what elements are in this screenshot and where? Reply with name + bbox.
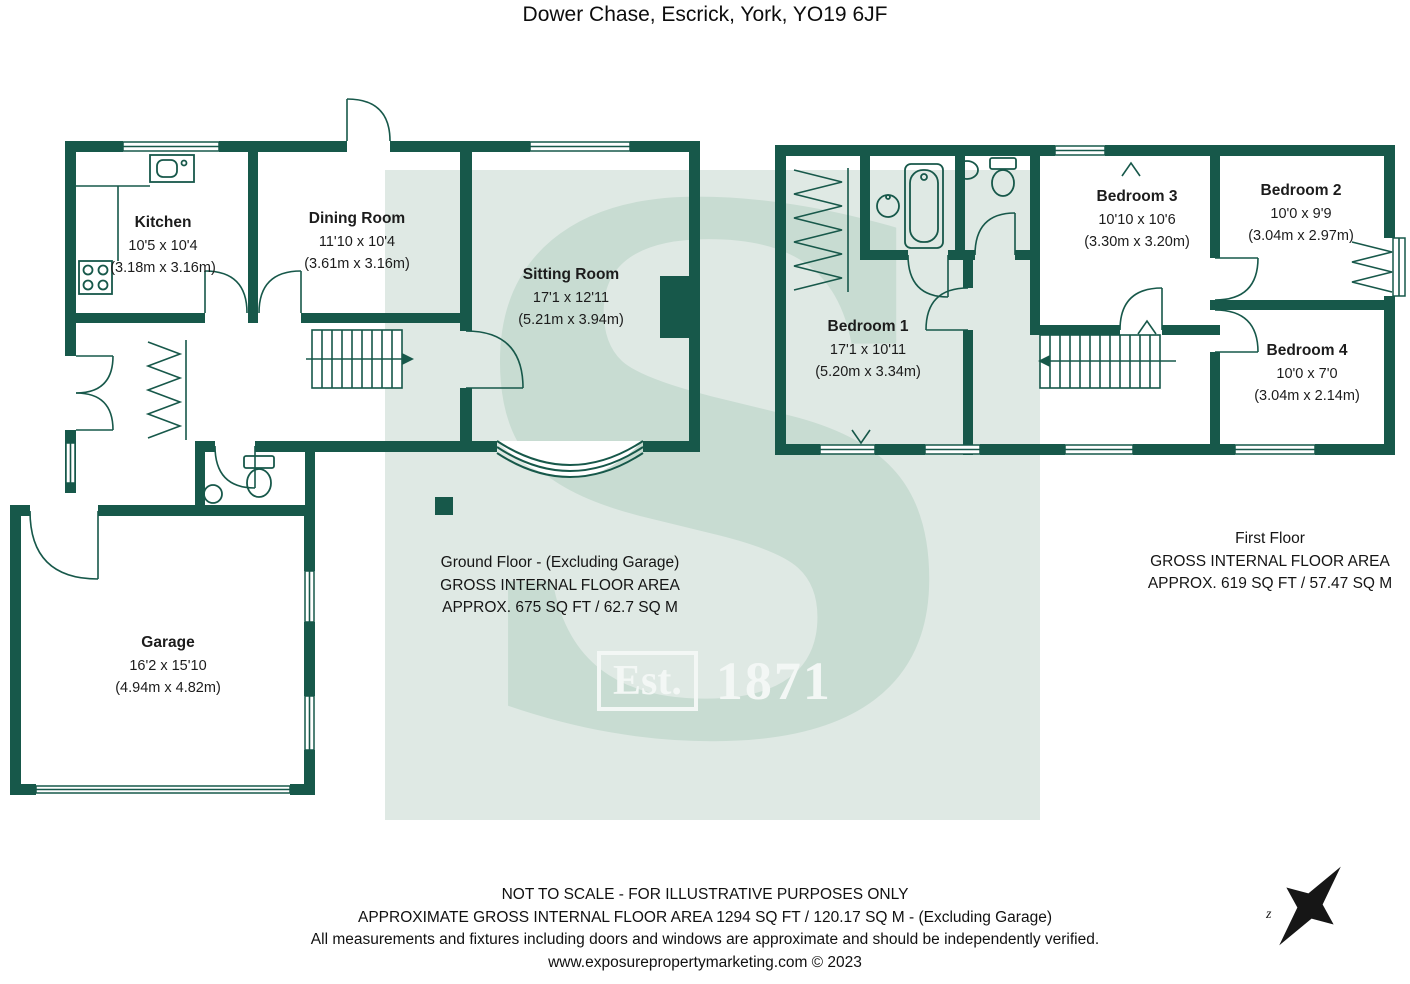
room-name: Kitchen	[134, 214, 192, 231]
room-label-bedroom-1: Bedroom 1 17'1 x 10'11 (5.20m x 3.34m)	[815, 318, 921, 383]
page-title: Dower Chase, Escrick, York, YO19 6JF	[522, 3, 888, 26]
ground-floor-doors	[29, 98, 524, 580]
room-label-bedroom-2: Bedroom 2 10'0 x 9'9 (3.04m x 2.97m)	[1248, 182, 1354, 247]
room-imperial: 17'1 x 12'11	[532, 290, 610, 306]
watermark-letter: S	[452, 55, 973, 901]
room-metric: (5.21m x 3.94m)	[518, 312, 624, 328]
ground-floor-area-label: Ground Floor - (Excluding Garage) GROSS …	[440, 552, 680, 620]
room-name: Sitting Room	[522, 266, 620, 283]
coat-closet-icon	[145, 340, 187, 440]
room-name: Bedroom 3	[1096, 188, 1178, 205]
room-imperial: 16'2 x 15'10	[129, 658, 207, 674]
footer-line1: NOT TO SCALE - FOR ILLUSTRATIVE PURPOSES…	[501, 886, 909, 903]
wardrobe-icon-bedroom2	[1351, 241, 1393, 293]
area-label-line3: APPROX. 675 SQ FT / 62.7 SQ M	[442, 599, 678, 616]
hob-icon	[78, 260, 113, 295]
room-label-kitchen: Kitchen 10'5 x 10'4 (3.18m x 3.16m)	[110, 214, 216, 279]
garage-door	[35, 785, 291, 794]
room-imperial: 10'0 x 9'9	[1270, 206, 1332, 222]
room-name: Garage	[141, 634, 195, 651]
wc-basin-icon-first-floor	[955, 160, 979, 180]
room-metric: (3.61m x 3.16m)	[304, 256, 410, 272]
ensuite-basin-icon	[876, 194, 900, 218]
area-label-line2: GROSS INTERNAL FLOOR AREA	[1150, 552, 1390, 570]
room-name: Bedroom 1	[827, 318, 909, 335]
ground-floor-plan	[10, 98, 700, 795]
wc-toilet-icon	[243, 455, 275, 498]
room-label-garage: Garage 16'2 x 15'10 (4.94m x 4.82m)	[115, 634, 221, 699]
ground-floor-windows	[65, 141, 631, 751]
direction-arrows	[851, 161, 1157, 445]
area-label-line1: Ground Floor - (Excluding Garage)	[440, 554, 680, 571]
ground-floor-stairs-icon	[306, 329, 414, 389]
room-metric: (3.30m x 3.20m)	[1084, 234, 1190, 250]
room-imperial: 10'0 x 7'0	[1276, 366, 1338, 382]
kitchen-sink-icon	[149, 154, 195, 183]
room-imperial: 10'5 x 10'4	[128, 238, 198, 254]
area-label-line1: First Floor	[1235, 530, 1305, 547]
footer-line3: All measurements and fixtures including …	[310, 931, 1100, 948]
room-name: Bedroom 4	[1266, 342, 1348, 359]
compass-icon: z	[1265, 866, 1341, 946]
room-label-bedroom-3: Bedroom 3 10'10 x 10'6 (3.30m x 3.20m)	[1084, 188, 1190, 253]
first-floor-doors	[907, 212, 1259, 353]
room-imperial: 10'10 x 10'6	[1098, 212, 1176, 228]
chimney-breast	[660, 276, 700, 338]
disclaimer-footer: NOT TO SCALE - FOR ILLUSTRATIVE PURPOSES…	[0, 884, 1410, 974]
room-metric: (4.94m x 4.82m)	[115, 680, 221, 696]
bay-window	[496, 440, 644, 478]
area-label-line3: APPROX. 619 SQ FT / 57.47 SQ M	[1147, 575, 1393, 592]
kitchen-counter	[76, 185, 150, 261]
room-metric: (3.04m x 2.14m)	[1254, 388, 1360, 404]
watermark-background: S	[385, 118, 1040, 838]
room-metric: (3.04m x 2.97m)	[1248, 228, 1354, 244]
room-name: Bedroom 2	[1260, 182, 1342, 199]
room-imperial: 17'1 x 10'11	[829, 342, 907, 358]
room-imperial: 11'10 x 10'4	[318, 234, 396, 250]
toilet-icon-first-floor	[989, 157, 1017, 197]
watermark-est-badge: Est. 1871	[597, 650, 832, 712]
first-floor-windows	[819, 145, 1406, 455]
room-label-bedroom-4: Bedroom 4 10'0 x 7'0 (3.04m x 2.14m)	[1254, 342, 1360, 407]
room-name: Dining Room	[308, 210, 406, 227]
first-floor-stairs-icon	[1038, 334, 1176, 389]
wardrobe-icon-bedroom1	[793, 168, 849, 292]
porch-pillar	[435, 497, 453, 515]
first-floor-plan	[775, 145, 1406, 455]
area-label-line2: GROSS INTERNAL FLOOR AREA	[440, 576, 680, 594]
room-label-sitting-room: Sitting Room 17'1 x 12'11 (5.21m x 3.94m…	[518, 266, 624, 331]
room-metric: (5.20m x 3.34m)	[815, 364, 921, 380]
watermark-est-year: 1871	[715, 651, 832, 711]
first-floor-walls	[775, 145, 1395, 455]
bath-icon	[904, 163, 944, 249]
first-floor-area-label: First Floor GROSS INTERNAL FLOOR AREA AP…	[1148, 528, 1392, 596]
watermark-est-label: Est.	[597, 651, 698, 711]
footer-line4: www.exposurepropertymarketing.com © 2023	[548, 953, 862, 971]
room-label-dining-room: Dining Room 11'10 x 10'4 (3.61m x 3.16m)	[304, 210, 410, 275]
wc-basin-icon	[203, 484, 223, 504]
footer-line2: APPROXIMATE GROSS INTERNAL FLOOR AREA 12…	[357, 908, 1052, 926]
room-metric: (3.18m x 3.16m)	[110, 260, 216, 276]
compass-label: z	[1265, 907, 1272, 922]
